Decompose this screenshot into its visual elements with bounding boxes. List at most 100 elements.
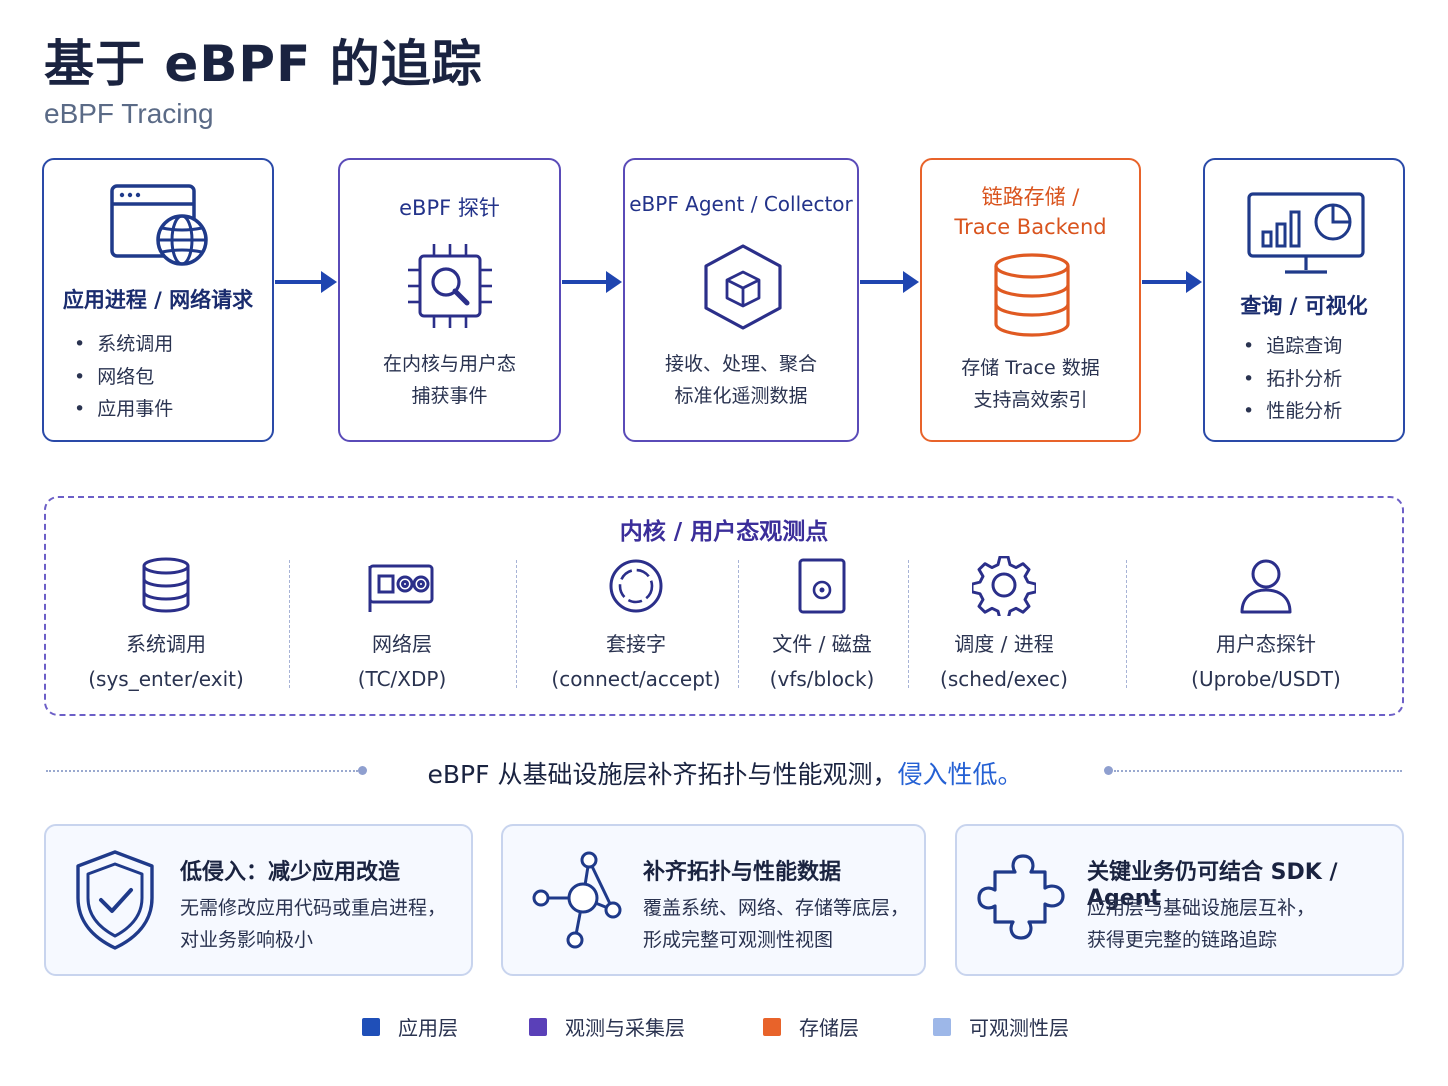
card-title: 查询 / 可视化 xyxy=(1240,294,1368,318)
point-label: 用户态探针 xyxy=(1216,632,1316,656)
benefit-title: 低侵入：减少应用改造 xyxy=(180,860,401,885)
benefit-description: 应用层与基础设施层互补， 获得更完整的链路追踪 xyxy=(1087,892,1315,956)
point-label: 网络层 xyxy=(372,632,432,656)
network-card-icon xyxy=(368,564,434,612)
card-description: 在内核与用户态 捕获事件 xyxy=(340,348,559,412)
chip-search-icon xyxy=(404,240,496,336)
card-title: eBPF Agent / Collector xyxy=(629,192,853,216)
disk-icon xyxy=(798,558,846,614)
point-label: 套接字 xyxy=(606,632,666,656)
legend-item-observability-layer: 可观测性层 xyxy=(933,1012,1069,1041)
observation-point-socket: 套接字 (connect/accept) xyxy=(536,556,736,691)
list-item: 网络包 xyxy=(74,361,173,394)
point-hook: (connect/accept) xyxy=(551,667,721,691)
desc-line: 无需修改应用代码或重启进程， xyxy=(180,897,447,919)
list-item: 追踪查询 xyxy=(1243,330,1342,363)
legend-swatch xyxy=(362,1017,380,1036)
divider-dot xyxy=(1104,766,1113,775)
desc-line: 支持高效索引 xyxy=(973,389,1088,411)
legend-label: 可观测性层 xyxy=(969,1016,1069,1040)
desc-line: 形成完整可观测性视图 xyxy=(643,929,834,951)
benefit-description: 覆盖系统、网络、存储等底层， 形成完整可观测性视图 xyxy=(643,892,909,956)
topology-icon xyxy=(532,851,622,949)
divider xyxy=(516,560,517,688)
desc-line: 获得更完整的链路追踪 xyxy=(1087,929,1278,951)
observation-point-file-disk: 文件 / 磁盘 (vfs/block) xyxy=(746,556,898,691)
divider xyxy=(1126,560,1127,688)
database-icon xyxy=(992,252,1072,342)
database-icon xyxy=(142,557,190,613)
legend-swatch xyxy=(933,1017,951,1036)
monitor-chart-icon xyxy=(1247,192,1365,280)
desc-line: 覆盖系统、网络、存储等底层， xyxy=(643,897,910,919)
point-hook: (sched/exec) xyxy=(940,667,1068,691)
desc-line: 接收、处理、聚合 xyxy=(664,353,817,375)
card-title: 链路存储 / Trace Backend xyxy=(922,182,1139,242)
flow-arrow xyxy=(562,271,622,293)
divider xyxy=(46,770,358,772)
bullet-list: 追踪查询 拓扑分析 性能分析 xyxy=(1243,330,1342,428)
trace-backend-card: 链路存储 / Trace Backend 存储 Trace 数据 支持高效索引 xyxy=(920,158,1141,442)
user-icon xyxy=(1240,559,1292,614)
page-title: 基于 eBPF 的追踪 xyxy=(44,35,483,93)
desc-line: 存储 Trace 数据 xyxy=(961,357,1100,379)
query-visualization-card: 查询 / 可视化 追踪查询 拓扑分析 性能分析 xyxy=(1203,158,1405,442)
panel-title: 内核 / 用户态观测点 xyxy=(619,519,829,545)
point-hook: (Uprobe/USDT) xyxy=(1191,667,1341,691)
socket-ring-icon xyxy=(609,559,663,613)
legend-item-storage-layer: 存储层 xyxy=(763,1012,859,1041)
point-label: 文件 / 磁盘 xyxy=(772,632,872,656)
card-title: eBPF 探针 xyxy=(399,196,500,220)
legend-label: 观测与采集层 xyxy=(565,1016,685,1040)
desc-line: 捕获事件 xyxy=(411,385,488,407)
benefit-title: 关键业务仍可结合 SDK / Agent xyxy=(1087,860,1338,911)
divider xyxy=(738,560,739,688)
point-label: 调度 / 进程 xyxy=(954,632,1054,656)
point-hook: (TC/XDP) xyxy=(357,667,447,691)
observation-point-sched: 调度 / 进程 (sched/exec) xyxy=(926,555,1082,691)
point-hook: (vfs/block) xyxy=(769,667,875,691)
legend-label: 存储层 xyxy=(799,1016,859,1040)
benefit-title: 补齐拓扑与性能数据 xyxy=(643,860,842,885)
flow-arrow xyxy=(1142,271,1202,293)
benefit-card-sdk-agent: 关键业务仍可结合 SDK / Agent 应用层与基础设施层互补， 获得更完整的… xyxy=(955,824,1404,976)
benefit-card-topology: 补齐拓扑与性能数据 覆盖系统、网络、存储等底层， 形成完整可观测性视图 xyxy=(501,824,926,976)
gear-icon xyxy=(970,555,1038,621)
bullet-list: 系统调用 网络包 应用事件 xyxy=(74,328,173,426)
tagline: eBPF 从基础设施层补齐拓扑与性能观测，侵入性低。 xyxy=(380,755,1070,791)
puzzle-icon xyxy=(977,854,1065,940)
tagline-text: eBPF 从基础设施层补齐拓扑与性能观测， xyxy=(427,760,898,789)
observation-point-network: 网络层 (TC/XDP) xyxy=(312,556,492,691)
card-description: 接收、处理、聚合 标准化遥测数据 xyxy=(625,348,857,412)
list-item: 应用事件 xyxy=(74,393,173,426)
card-description: 存储 Trace 数据 支持高效索引 xyxy=(922,352,1139,416)
tagline-highlight: 侵入性低。 xyxy=(897,760,1023,789)
flow-arrow xyxy=(860,271,919,293)
legend-item-app-layer: 应用层 xyxy=(362,1012,458,1041)
benefit-card-low-intrusion: 低侵入：减少应用改造 无需修改应用代码或重启进程， 对业务影响极小 xyxy=(44,824,473,976)
desc-line: 标准化遥测数据 xyxy=(674,385,808,407)
browser-globe-icon xyxy=(110,182,210,272)
divider xyxy=(1114,770,1402,772)
shield-check-icon xyxy=(76,850,154,950)
list-item: 系统调用 xyxy=(74,328,173,361)
list-item: 拓扑分析 xyxy=(1243,363,1342,396)
card-title: 应用进程 / 网络请求 xyxy=(62,288,254,312)
observation-points-panel: 内核 / 用户态观测点 系统调用 (sys_enter/exit) 网络层 (T… xyxy=(44,496,1404,716)
hexagon-cube-icon xyxy=(701,242,785,336)
legend-swatch xyxy=(763,1017,781,1036)
divider-dot xyxy=(358,766,367,775)
desc-line: 应用层与基础设施层互补， xyxy=(1087,897,1316,919)
observation-point-syscall: 系统调用 (sys_enter/exit) xyxy=(76,556,256,691)
ebpf-agent-card: eBPF Agent / Collector 接收、处理、聚合 标准化遥测数据 xyxy=(623,158,859,442)
observation-point-uprobe: 用户态探针 (Uprobe/USDT) xyxy=(1166,556,1366,691)
title-line: Trace Backend xyxy=(954,215,1107,239)
legend-item-collection-layer: 观测与采集层 xyxy=(529,1012,685,1041)
legend-label: 应用层 xyxy=(398,1016,458,1040)
app-process-card: 应用进程 / 网络请求 系统调用 网络包 应用事件 xyxy=(42,158,274,442)
title-line: 链路存储 / xyxy=(981,185,1080,209)
ebpf-probe-card: eBPF 探针 在内核与用户态 捕获事件 xyxy=(338,158,561,442)
point-label: 系统调用 xyxy=(126,632,206,656)
divider xyxy=(289,560,290,688)
page-subtitle: eBPF Tracing xyxy=(44,98,214,129)
